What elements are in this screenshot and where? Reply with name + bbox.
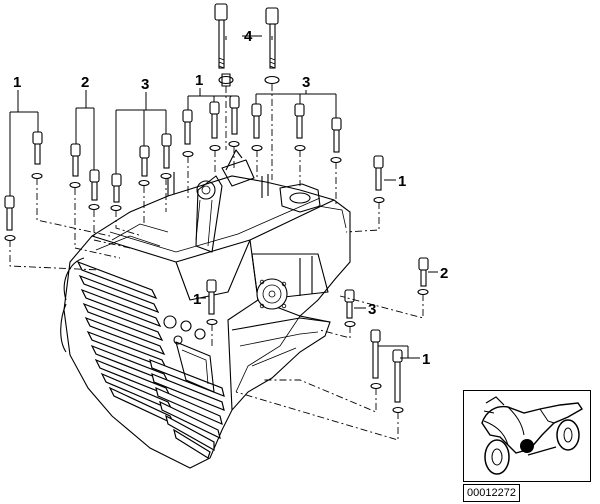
motorcycle-locator-icon	[481, 396, 583, 475]
callout-3-topright: 3	[302, 74, 310, 91]
bolt-column-2	[69, 143, 100, 211]
bolt-long-4b	[264, 7, 280, 85]
callout-3-right: 3	[368, 301, 376, 318]
callout-2-right: 2	[440, 265, 448, 282]
callout-1-topcenter: 1	[195, 72, 203, 89]
bolt-right-2	[417, 257, 429, 296]
callout-1-bottomright: 1	[422, 351, 430, 368]
bolt-column-left	[4, 131, 43, 242]
callout-labels: 1 2 3 1 4 3 1 2 1 3 1	[13, 28, 448, 368]
bolt-column-1-center	[182, 95, 240, 158]
bolt-long-4	[214, 3, 234, 87]
locator-inset	[463, 390, 591, 482]
callout-2-top: 2	[81, 74, 89, 91]
callout-4-top: 4	[244, 28, 253, 45]
bolt-right-1	[373, 155, 385, 204]
engine-block-drawing	[60, 149, 351, 469]
callout-leaders	[9, 35, 438, 359]
bolt-column-3-right	[251, 103, 342, 164]
engine-location-marker	[520, 439, 534, 453]
bolt-set	[4, 3, 429, 414]
callout-1-topleft: 1	[13, 74, 21, 91]
assembly-lines	[9, 84, 424, 441]
bolt-column-3-left	[110, 133, 172, 212]
callout-1-center: 1	[193, 291, 201, 308]
bolt-right-3	[344, 289, 356, 328]
callout-3-topleft: 3	[141, 76, 149, 93]
bolt-bottom-right-1	[370, 329, 404, 414]
bolt-center-1	[206, 279, 218, 326]
callout-1-right: 1	[398, 173, 406, 190]
diagram-id-label: 00012272	[463, 484, 520, 502]
